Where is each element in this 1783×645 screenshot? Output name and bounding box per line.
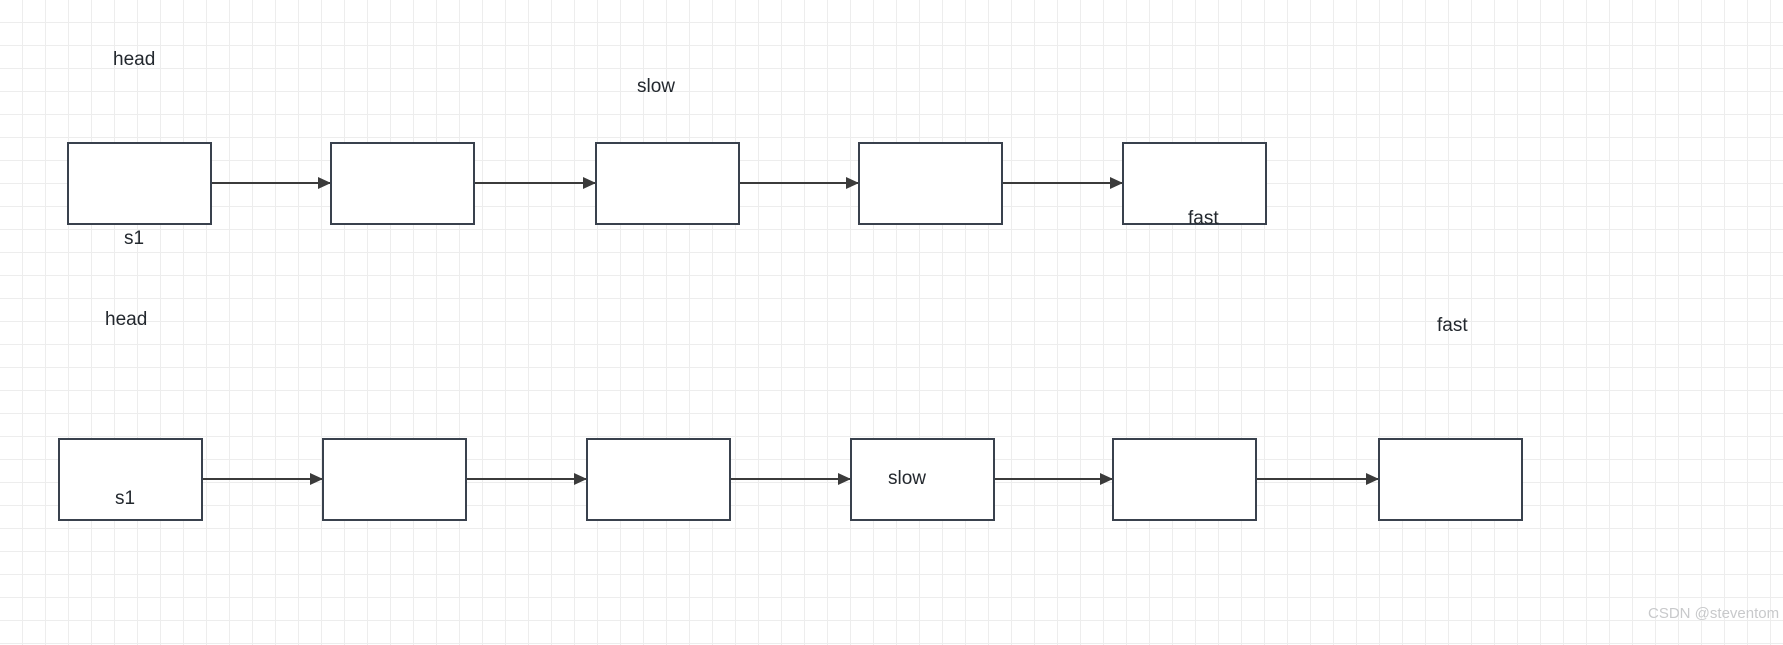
list-node[interactable] [330, 142, 475, 225]
list-node[interactable] [595, 142, 740, 225]
next-pointer-arrow [212, 182, 330, 184]
pointer-label-head: head [105, 309, 148, 330]
list-node[interactable] [67, 142, 212, 225]
list-node[interactable] [858, 142, 1003, 225]
next-pointer-arrow [1003, 182, 1122, 184]
pointer-label-fast: fast [1437, 315, 1468, 336]
next-pointer-arrow [203, 478, 322, 480]
list-node[interactable] [1122, 142, 1267, 225]
list-node[interactable] [1112, 438, 1257, 521]
pointer-label-fast: fast [1188, 208, 1219, 229]
pointer-label-slow: slow [888, 468, 927, 489]
list-node[interactable] [850, 438, 995, 521]
next-pointer-arrow [731, 478, 850, 480]
next-pointer-arrow [740, 182, 858, 184]
csdn-watermark: CSDN @steventom [1648, 605, 1780, 622]
pointer-label-s1: s1 [115, 488, 136, 509]
pointer-label-slow: slow [637, 76, 676, 97]
list-node[interactable] [586, 438, 731, 521]
pointer-label-head: head [113, 49, 156, 70]
list-node[interactable] [1378, 438, 1523, 521]
list-node[interactable] [58, 438, 203, 521]
next-pointer-arrow [1257, 478, 1378, 480]
next-pointer-arrow [467, 478, 586, 480]
pointer-label-s1: s1 [124, 228, 145, 249]
next-pointer-arrow [995, 478, 1112, 480]
next-pointer-arrow [475, 182, 595, 184]
list-node[interactable] [322, 438, 467, 521]
